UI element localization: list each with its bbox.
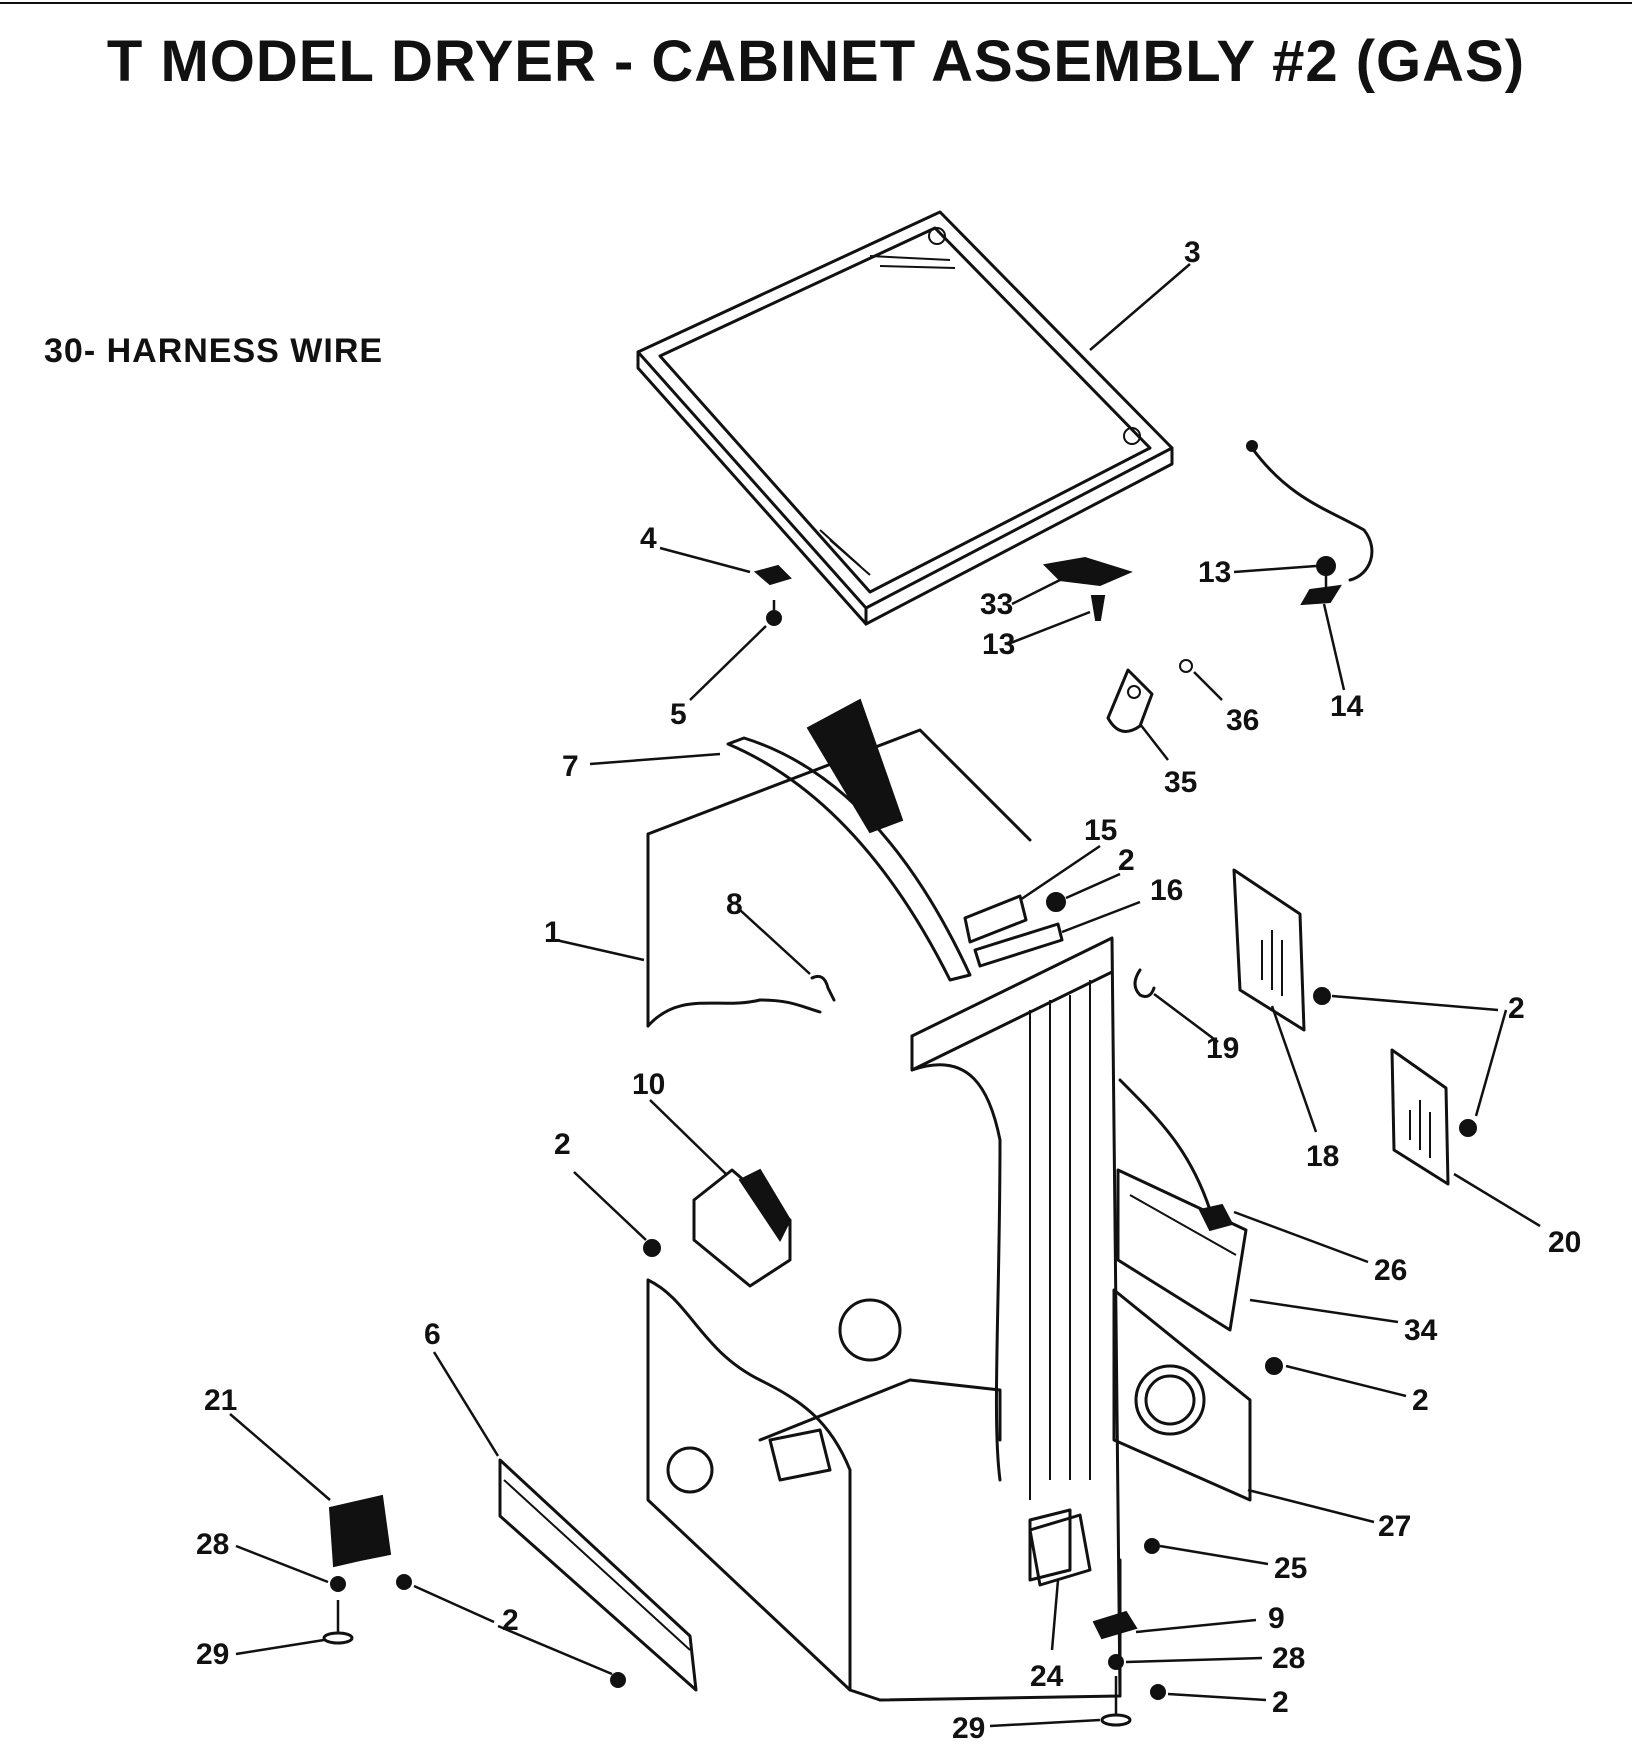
- part-screw-25: [1144, 1538, 1160, 1554]
- part-toe-strip-6: [498, 1458, 698, 1692]
- part-clip-35: [1106, 668, 1154, 733]
- part-rail-34: [1116, 1168, 1248, 1332]
- callout-10: 10: [632, 1068, 665, 1101]
- part-rear-panel-27: [1112, 1288, 1252, 1502]
- part-lamp-cord-14: [1246, 440, 1374, 606]
- callout-27: 27: [1378, 1510, 1411, 1543]
- callout-6: 6: [424, 1318, 441, 1351]
- callout-26: 26: [1374, 1254, 1407, 1287]
- callout-15: 15: [1084, 814, 1117, 847]
- part-bracket-10: [692, 1168, 792, 1288]
- callout-5: 5: [670, 698, 687, 731]
- callout-28-left: 28: [196, 1528, 229, 1561]
- part-screw-2-right: [1150, 1684, 1166, 1700]
- callout-2-rear: 2: [1412, 1384, 1429, 1417]
- part-leg-29-left: [322, 1600, 354, 1645]
- callout-19: 19: [1206, 1032, 1239, 1065]
- diagram-title: T MODEL DRYER - CABINET ASSEMBLY #2 (GAS…: [106, 29, 1526, 94]
- part-clip-8: [810, 974, 836, 1002]
- callout-2-bottom: 2: [1272, 1686, 1289, 1719]
- callout-29-right: 29: [952, 1712, 985, 1745]
- part-hook-19: [1133, 968, 1156, 998]
- callout-18: 18: [1306, 1140, 1339, 1173]
- callout-20: 20: [1548, 1226, 1581, 1259]
- part-cabinet-top: [636, 210, 1174, 626]
- part-screw-36: [1179, 659, 1193, 673]
- callout-13-right: 13: [1198, 556, 1231, 589]
- callout-24: 24: [1030, 1660, 1064, 1693]
- part-hinge-33: [1042, 556, 1133, 587]
- callout-labels: 3 4 5 33 13 13 14 36 35 7 15 2 16 1 8 19…: [196, 236, 1581, 1745]
- part-screw-2-strip: [610, 1672, 626, 1688]
- part-cabinet-body: [646, 698, 1122, 1702]
- callout-28-right: 28: [1272, 1642, 1305, 1675]
- part-panel-20: [1390, 1048, 1450, 1186]
- part-bracket-21: [328, 1494, 392, 1568]
- part-screw-2-top: [1046, 892, 1066, 912]
- part-washer-28-right: [1108, 1654, 1124, 1670]
- callout-16: 16: [1150, 874, 1183, 907]
- callout-leaders: [229, 263, 1541, 1728]
- part-plate-15: [963, 894, 1028, 944]
- callout-4: 4: [640, 522, 657, 555]
- callout-1: 1: [544, 916, 561, 949]
- harness-wire-note: 30- HARNESS WIRE: [44, 332, 384, 370]
- part-cord-26: [1118, 1078, 1234, 1232]
- callout-34: 34: [1404, 1314, 1438, 1347]
- part-clip-9: [1092, 1610, 1138, 1640]
- callout-3: 3: [1184, 236, 1201, 269]
- part-screw-2-20: [1459, 1119, 1477, 1137]
- part-terminal-box-24: [1028, 1513, 1092, 1587]
- part-top-bracket: [753, 564, 792, 586]
- part-leg-29-right: [1100, 1676, 1132, 1727]
- callout-35: 35: [1164, 766, 1197, 799]
- callout-25: 25: [1274, 1552, 1307, 1585]
- part-plate-16: [973, 922, 1064, 968]
- callout-13-left: 13: [982, 628, 1015, 661]
- part-screw-2-10: [643, 1239, 661, 1257]
- part-screw-13: [1090, 595, 1106, 621]
- part-screw-5: [766, 600, 782, 626]
- callout-36: 36: [1226, 704, 1259, 737]
- callout-2-panel: 2: [1508, 992, 1525, 1025]
- part-panel-18: [1232, 868, 1306, 1032]
- callout-29-left: 29: [196, 1638, 229, 1671]
- callout-2-bracket: 2: [554, 1128, 571, 1161]
- part-washer-28-left: [330, 1576, 346, 1592]
- part-screw-2-18: [1313, 987, 1331, 1005]
- callout-2-top: 2: [1118, 844, 1135, 877]
- part-screw-2-27: [1265, 1357, 1283, 1375]
- callout-14: 14: [1330, 690, 1364, 723]
- callout-7: 7: [562, 750, 579, 783]
- part-screw-2-left: [396, 1574, 412, 1590]
- callout-33: 33: [980, 588, 1013, 621]
- callout-8: 8: [726, 888, 743, 921]
- callout-2-toe: 2: [502, 1604, 519, 1637]
- callout-21: 21: [204, 1384, 237, 1417]
- callout-9: 9: [1268, 1602, 1285, 1635]
